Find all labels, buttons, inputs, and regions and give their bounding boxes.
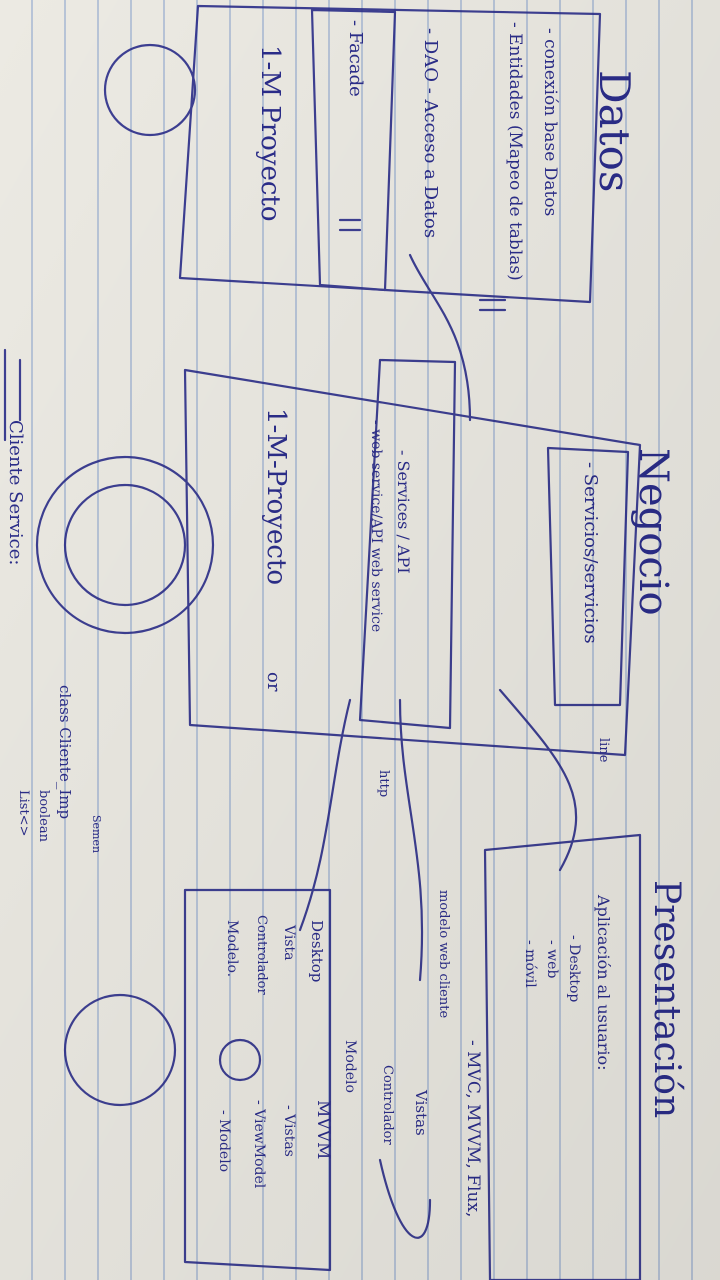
negocio-servicios: - Servicios/servicios	[580, 462, 601, 644]
datos-box	[178, 4, 602, 304]
note-tiny: Semen	[90, 815, 103, 853]
mvvm-title: MVVM	[313, 1100, 333, 1159]
servicios-box	[546, 446, 630, 707]
negocio-http-label: http	[376, 770, 391, 797]
presentacion-title: Presentación	[646, 880, 687, 1118]
mvvm-item-vistas: - Vistas	[281, 1105, 297, 1157]
negocio-or: or	[263, 672, 284, 692]
desktop-item-controlador: Controlador	[254, 915, 269, 995]
services-api-box	[358, 358, 457, 730]
doodle-circle-4	[63, 993, 177, 1107]
note-side-label: Cliente Service:	[5, 420, 26, 565]
presentacion-patterns: - MVC, MVVM, Flux,	[463, 1040, 483, 1217]
datos-item-2: - Entidades (Mapeo de tablas)	[505, 22, 525, 281]
datos-title: Datos	[590, 70, 639, 192]
presentacion-intro: Aplicación al usuario:	[594, 894, 613, 1071]
arrow-loop	[378, 1158, 432, 1239]
presentacion-option-3: - móvil	[522, 940, 538, 988]
negocio-web-service: - web service/API web service	[368, 420, 384, 632]
arrow-api-desktop	[298, 698, 352, 932]
desktop-item-vista: Vista	[281, 924, 297, 961]
negocio-project: 1-M-Proyecto	[261, 408, 291, 585]
desktop-title: Desktop	[308, 920, 326, 982]
presentacion-web-client: modelo web cliente	[436, 890, 451, 1018]
negocio-services-api: - Services / API	[394, 450, 413, 574]
datos-project: 1-M Proyecto	[255, 45, 285, 222]
note-sub-2: List<>	[16, 790, 31, 836]
mvc-item-vistas: Vistas	[412, 1089, 430, 1136]
mvvm-item-modelo: - Modelo	[216, 1110, 232, 1172]
doodle-circle-5	[218, 1038, 262, 1082]
arrow-datos-negocio	[408, 253, 472, 422]
datos-item-1: - conexión base Datos	[540, 28, 560, 216]
presentacion-box	[483, 833, 642, 1280]
arrow-negocio-presentacion	[498, 688, 578, 872]
doodle-circle-2	[35, 455, 215, 635]
datos-item-3: - DAO - Acceso a Datos	[420, 28, 441, 238]
dash-marks	[338, 218, 507, 312]
desktop-item-modelo: Modelo.	[224, 920, 240, 977]
desktop-box	[183, 888, 332, 1272]
presentacion-option-1: - Desktop	[566, 935, 582, 1002]
mvc-item-modelo: Modelo	[342, 1040, 358, 1093]
margin-line	[3, 348, 22, 442]
datos-item-4: - Facade	[345, 20, 366, 97]
negocio-line-label: line	[596, 738, 611, 763]
mvvm-item-viewmodel: - ViewModel	[251, 1100, 267, 1189]
note-sub-1: boolean	[36, 790, 51, 843]
datos-inner-box	[310, 8, 397, 292]
arrow-http	[398, 698, 424, 982]
negocio-title: Negocio	[630, 448, 676, 616]
doodle-circle-1	[103, 43, 197, 137]
presentacion-option-2: - web	[544, 940, 560, 978]
mvc-item-controlador: Controlador	[380, 1065, 395, 1145]
note-class-line: class Cliente_Imp	[56, 685, 74, 819]
doodle-circle-3	[63, 483, 187, 607]
